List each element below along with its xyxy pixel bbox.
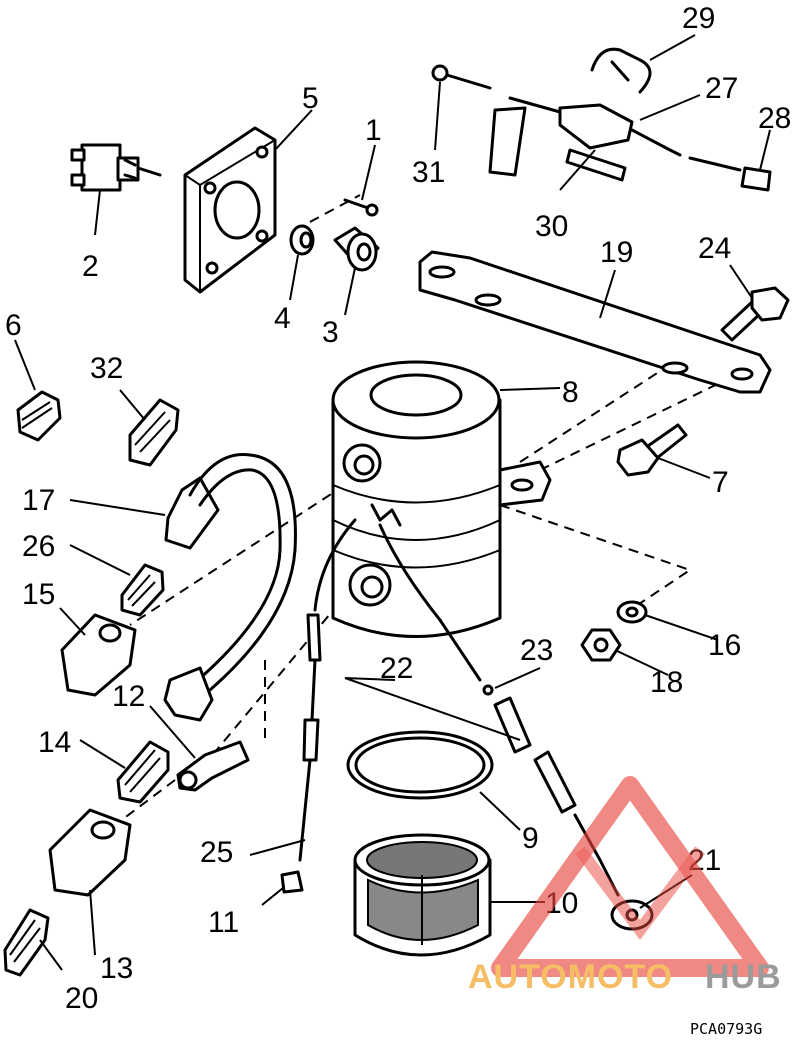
o-ring-part <box>346 730 494 800</box>
callout-9: 9 <box>522 822 539 855</box>
callout-20: 20 <box>65 982 98 1015</box>
bolt-24-part <box>720 286 790 342</box>
callout-29: 29 <box>682 2 715 35</box>
callout-13: 13 <box>100 952 133 985</box>
callout-14: 14 <box>38 726 71 759</box>
mounting-bracket-part <box>418 250 772 394</box>
callout-30: 30 <box>535 210 568 243</box>
callout-16: 16 <box>708 629 741 662</box>
mounting-plate-part <box>183 126 277 294</box>
callout-19: 19 <box>600 236 633 269</box>
assembly-dashed-lines <box>114 194 731 826</box>
fuse-harness-part <box>431 47 772 192</box>
callout-7: 7 <box>712 466 729 499</box>
watermark-triangle-icon <box>491 776 769 977</box>
screw-part <box>343 198 379 217</box>
fuel-line-part <box>163 453 297 722</box>
callout-23: 23 <box>520 634 553 667</box>
watermark-inner-icon <box>575 846 705 940</box>
filter-screen-part <box>353 833 492 957</box>
callout-12: 12 <box>112 680 145 713</box>
fitting-14-part <box>116 740 170 804</box>
callout-18: 18 <box>650 666 683 699</box>
callout-28: 28 <box>758 102 791 135</box>
callout-17: 17 <box>22 484 55 517</box>
callout-3: 3 <box>322 316 339 349</box>
callout-2: 2 <box>82 250 99 283</box>
callout-32: 32 <box>90 352 123 385</box>
bolt-7-part <box>616 423 688 477</box>
leader-lines <box>14 34 771 971</box>
callout-15: 15 <box>22 578 55 611</box>
callout-4: 4 <box>274 302 291 335</box>
fuel-pump-body-part <box>331 360 552 638</box>
callout-31: 31 <box>412 156 445 189</box>
bushing-part <box>333 226 380 272</box>
fitting-26-part <box>120 563 165 617</box>
callout-5: 5 <box>302 82 319 115</box>
callout-25: 25 <box>200 836 233 869</box>
watermark-text-secondary: HUB <box>705 958 782 996</box>
watermark-text-primary: AUTOMOTO <box>468 958 673 996</box>
watermark-logo: AUTOMOTO HUB <box>468 776 782 996</box>
callout-27: 27 <box>705 72 738 105</box>
callout-24: 24 <box>698 232 731 265</box>
fitting-12-part <box>176 740 250 792</box>
figure-reference-code: PCA0793G <box>690 1020 762 1038</box>
callout-22: 22 <box>380 652 413 685</box>
callout-1: 1 <box>365 114 382 147</box>
nut-18-part <box>580 628 622 662</box>
fitting-32-part <box>128 398 180 467</box>
callout-26: 26 <box>22 530 55 563</box>
toggle-switch-part <box>70 143 162 192</box>
fitting-20-part <box>3 908 50 977</box>
washer-16-part <box>616 600 648 624</box>
callout-6: 6 <box>5 309 22 342</box>
nut-part <box>289 224 315 256</box>
fitting-6-part <box>16 390 62 442</box>
fitting-15-part <box>60 613 137 697</box>
callout-8: 8 <box>562 376 579 409</box>
callout-11: 11 <box>208 906 239 939</box>
fitting-13-part <box>48 808 132 897</box>
